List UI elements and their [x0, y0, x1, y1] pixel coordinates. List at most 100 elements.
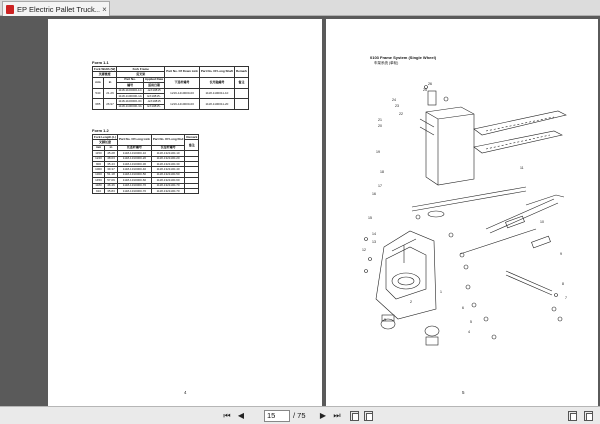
callout-number: 18 — [380, 170, 384, 174]
callout-number: 9 — [560, 252, 562, 256]
handle-bracket — [427, 90, 437, 106]
last-page-button[interactable]: ⏭ — [333, 411, 341, 420]
frame-body-upper — [425, 106, 475, 186]
cell — [234, 87, 250, 100]
form1-h-fork-width-cn: 叉脚宽度 — [91, 71, 118, 78]
cell — [184, 187, 200, 195]
callout-number: 16 — [372, 192, 376, 196]
form2-h-remark-cn: 备注 — [184, 139, 200, 152]
form2-table: Fork Length (L) Part No. Of Long Link Pa… — [92, 133, 200, 195]
form1-h-mm: mm — [92, 76, 104, 89]
single-page-layout-icon[interactable] — [350, 411, 359, 421]
load-wheel-1 — [380, 318, 396, 330]
callout-number: 2 — [410, 300, 412, 304]
rod-end-2 — [531, 235, 551, 249]
form1-h-down-link: Part No. Of Down Link — [164, 66, 200, 78]
pdf-page-left: Form 1.1 Fork Width (W) Fork Frame Part … — [48, 19, 322, 406]
document-tab[interactable]: EP Electric Pallet Truck... × — [2, 1, 110, 16]
callout-number: 12 — [362, 248, 366, 252]
callout-number: 1 — [440, 290, 442, 294]
callout-number: 14 — [372, 232, 376, 236]
cam-part — [427, 210, 445, 218]
form1-h-down-link-cn: 下连杆编号 — [164, 76, 200, 89]
cell — [234, 98, 250, 111]
form2-h-remark: Remark — [184, 133, 200, 141]
pdf-page-right: 0103 Frame System (Single Wheel) 车架系统 (单… — [326, 19, 598, 406]
callout-number: 7 — [565, 296, 567, 300]
fork-left — [473, 110, 567, 136]
callout-number: 4 — [468, 330, 470, 334]
callout-number: 22 — [399, 112, 403, 116]
load-wheel-2 — [424, 325, 440, 337]
long-rod-1 — [485, 198, 555, 230]
diagram-title: 0103 Frame System (Single Wheel) — [370, 55, 437, 60]
document-viewport[interactable]: Form 1.1 Fork Width (W) Fork Frame Part … — [0, 16, 600, 406]
callout-number: 20 — [378, 124, 382, 128]
callout-number: 24 — [392, 98, 396, 102]
form1-h-long-shaft: Part No. Of Long Shaft — [198, 66, 236, 78]
cell: 1118-1100011-10 — [198, 87, 236, 100]
tab-bar: EP Electric Pallet Truck... × — [0, 0, 600, 16]
long-link-rod — [411, 186, 527, 208]
fullscreen-icon[interactable] — [584, 411, 593, 421]
cell: EX10815- — [142, 103, 166, 111]
table-row: 685 26.97 1118-1100000-3C -EX10815 1219-… — [92, 98, 250, 111]
drive-wheel-housing — [391, 272, 421, 290]
fit-page-icon[interactable] — [568, 411, 577, 421]
page-number-input[interactable]: 15 — [264, 410, 290, 422]
form1-h-remark: Remark — [234, 66, 250, 78]
cell: 26.97 — [102, 98, 118, 111]
next-page-button[interactable]: ▶ — [319, 411, 327, 420]
pdf-file-icon — [6, 4, 14, 14]
fork-right — [473, 130, 563, 154]
prev-page-button[interactable]: ◀ — [237, 411, 245, 420]
two-page-layout-icon[interactable] — [364, 411, 373, 421]
cell: 1219-1410000-00 — [164, 98, 200, 111]
exploded-parts-diagram — [364, 85, 567, 346]
callout-number: 13 — [372, 240, 376, 244]
form1-h-remark-cn: 备注 — [234, 76, 250, 89]
callout-number: 15 — [368, 216, 372, 220]
cell: 1118-1100000-3A — [116, 103, 144, 111]
right-page-number: 5 — [462, 390, 465, 395]
long-shaft — [505, 270, 553, 292]
left-page-number: 4 — [184, 390, 187, 395]
form2-h-long-link: Part No. Of Long Link — [117, 134, 152, 146]
callout-number: 25 — [423, 88, 427, 92]
callout-number: 26 — [428, 82, 432, 86]
form2-h-long-rod: Part No. Of Long Rod — [150, 134, 186, 146]
cell: 685 — [92, 98, 104, 111]
callout-number: 17 — [378, 184, 382, 188]
cell: 540 — [92, 87, 104, 100]
form1-h-in: in — [102, 76, 118, 89]
close-tab-button[interactable]: × — [102, 4, 107, 14]
callout-number: 10 — [540, 220, 544, 224]
cell: 910 — [92, 187, 105, 195]
diagram-subtitle: 车架系统 (单轮) — [374, 61, 399, 65]
callout-number: 5 — [470, 320, 472, 324]
first-page-button[interactable]: ⏮ — [223, 411, 231, 420]
lower-frame — [375, 230, 437, 320]
document-tab-title: EP Electric Pallet Truck... — [17, 4, 100, 14]
callout-number: 11 — [520, 166, 524, 170]
callout-number: 23 — [395, 104, 399, 108]
cell: 1219-1410000-00 — [164, 87, 200, 100]
cell: 1118-1100011-20 — [198, 98, 236, 111]
callout-number: 6 — [462, 306, 464, 310]
callout-number: 3 — [384, 318, 386, 322]
form2-caption: Form 1.2 — [92, 128, 109, 133]
page-total: / 75 — [293, 411, 306, 420]
bottom-toolbar: ⏮ ◀ 15 / 75 ▶ ⏭ — [0, 406, 600, 424]
table-row: 1118-1100000-3A EX10815- — [93, 103, 249, 111]
form1-table: Fork Width (W) Fork Frame Part No. Of Do… — [91, 65, 250, 111]
form1-h-long-shaft-cn: 长光轴编号 — [198, 76, 236, 89]
rod-end-1 — [505, 215, 525, 229]
cell: 21.26 — [102, 87, 118, 100]
callout-number: 19 — [376, 150, 380, 154]
callout-number: 8 — [562, 282, 564, 286]
cell: 1118-1310000-70 — [117, 187, 152, 195]
cell: 35.83 — [103, 187, 119, 195]
